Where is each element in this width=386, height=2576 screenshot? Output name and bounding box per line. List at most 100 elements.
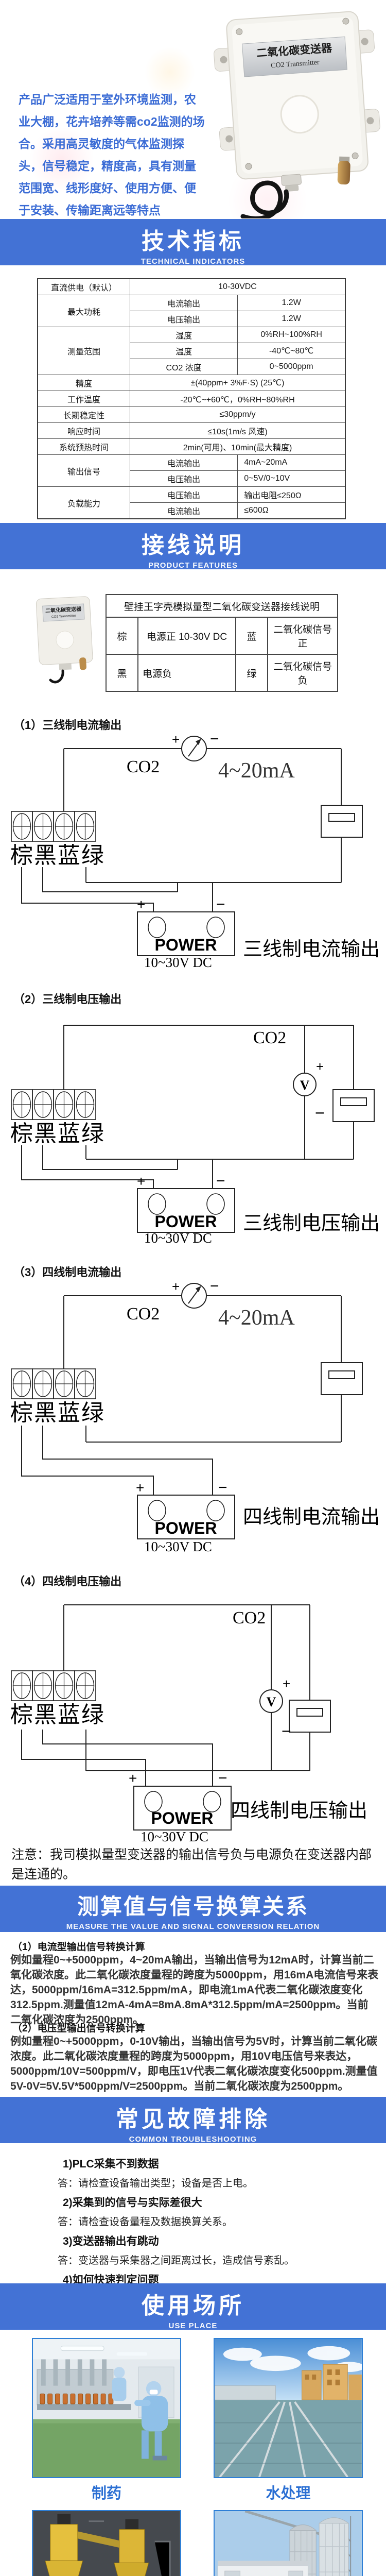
troubleshooting-list: 1)PLC采集不到数据 答：请检查设备输出类型；设备是否上电。 2)采集到的信号… — [58, 2156, 377, 2310]
diagram-caption: 三线制电压输出 — [243, 1213, 380, 1234]
power-label: POWER — [155, 1519, 217, 1537]
supply-label: 10~30V DC — [144, 955, 212, 969]
load-box — [289, 1700, 331, 1733]
wiring-header: 壁挂王字壳模拟量型二氧化碳变送器接线说明 — [106, 594, 338, 618]
gas-label: CO2 — [233, 1608, 266, 1628]
spec-cell: 电流输出 — [129, 502, 238, 519]
trouble-question: 3)变送器输出有跳动 — [63, 2235, 159, 2247]
plus-label: + — [283, 1676, 290, 1691]
spec-cell: ≤10s(1m/s 风速) — [130, 422, 346, 439]
section-banner-conversion: 测算值与信号换算关系 MEASURE THE VALUE AND SIGNAL … — [0, 1886, 386, 1932]
wire-desc: 电源正 10-30V DC — [137, 617, 236, 655]
terminals-label: 棕黑蓝绿 — [10, 843, 105, 868]
device-label-en: CO2 Transmitter — [51, 614, 77, 619]
cable — [240, 180, 289, 218]
trouble-answer: 答：请检查设备量程及数据换算关系。 — [58, 2216, 233, 2228]
wire-color: 蓝 — [235, 617, 268, 655]
trouble-question: 1)PLC采集不到数据 — [63, 2158, 159, 2170]
plus-label: + — [129, 1770, 137, 1786]
banner-subtitle: MEASURE THE VALUE AND SIGNAL CONVERSION … — [66, 1922, 320, 1931]
banner-title: 测算值与信号换算关系 — [77, 1894, 309, 1919]
banner-title: 接线说明 — [142, 533, 244, 558]
terminals-label: 棕黑蓝绿 — [10, 1702, 105, 1727]
diagram-three-wire-voltage: V CO2 + − 棕黑蓝绿 + − POWER 10~30V DC 三线制电压… — [10, 1025, 380, 1244]
spec-cell: -20℃~+60℃，0%RH~80%RH — [130, 391, 346, 407]
photo-feed-plant — [214, 2510, 363, 2576]
photo-equipment-manufacturing — [32, 2510, 181, 2576]
range-label: 4~20mA — [218, 759, 295, 783]
banner-title: 技术指标 — [142, 229, 244, 254]
minus-label: − — [218, 1770, 227, 1787]
vent-membrane — [280, 95, 319, 134]
minus-label: − — [218, 1479, 227, 1496]
power-label: POWER — [155, 1212, 217, 1231]
wire-desc: 二氧化碳信号负 — [267, 654, 338, 692]
supply-label: 10~30V DC — [141, 1829, 208, 1843]
wiring-note: 注意：我司模拟量型变送器的输出信号负与电源负在变送器内部是连通的。 — [11, 1848, 372, 1882]
section-banner-wiring: 接线说明 PRODUCT FEATURES — [0, 523, 386, 570]
cable — [49, 669, 64, 684]
minus-label: − — [210, 734, 219, 748]
spec-cell: 测量范围 — [37, 327, 130, 375]
supply-label: 10~30V DC — [144, 1539, 212, 1554]
spec-cell: 0%RH~100%RH — [237, 327, 346, 343]
spec-cell: 工作温度 — [37, 391, 130, 407]
spec-cell: 湿度 — [129, 327, 238, 343]
plus-label: + — [172, 1281, 180, 1294]
conversion-paragraph-voltage: 例如量程0~+5000ppm，0-10V输出，当输出信号为5V时，计算当前二氧化… — [10, 2036, 378, 2092]
minus-label: − — [216, 896, 225, 913]
spec-cell: CO2 浓度 — [129, 359, 238, 375]
plus-label: + — [136, 1480, 144, 1496]
diagram-four-wire-current: + − CO2 4~20mA 棕黑蓝绿 + − POWER 10~30V DC … — [10, 1281, 380, 1554]
diagram-caption: 四线制电压输出 — [231, 1800, 367, 1822]
spec-cell: 10-30VDC — [130, 278, 346, 295]
supply-label: 10~30V DC — [144, 1230, 212, 1244]
plus-label: + — [137, 1173, 145, 1189]
banner-title: 常见故障排除 — [116, 2107, 270, 2132]
cable-gland — [281, 174, 302, 186]
terminal-block — [11, 811, 96, 842]
terminal-block — [11, 1368, 96, 1399]
trouble-question: 4)如何快速判定问题 — [63, 2274, 159, 2286]
spec-cell: 温度 — [129, 343, 238, 359]
wire-color: 绿 — [235, 654, 268, 692]
trouble-question: 2)采集到的信号与实际差很大 — [63, 2197, 202, 2209]
plus-label: + — [316, 1059, 324, 1074]
wires — [21, 1604, 310, 1786]
terminals-label: 棕黑蓝绿 — [10, 1400, 105, 1426]
photo-water-treatment — [214, 2338, 363, 2478]
spec-cell: ≤600Ω — [237, 502, 346, 519]
spec-cell: ±(40ppm+ 3%F·S) (25℃) — [130, 375, 346, 391]
plus-label: + — [172, 734, 180, 747]
minus-label: − — [216, 1173, 225, 1190]
wire-color: 黑 — [106, 654, 138, 692]
spec-cell: 输出电阻≤250Ω — [237, 486, 346, 503]
spec-cell: 最大功耗 — [37, 295, 130, 327]
conversion-paragraph-current: 例如量程0~+5000ppm，4~20mA输出，当输出信号为12mA时，计算当前… — [10, 1954, 379, 2026]
trouble-answer: 答：变送器与采集器之间距离过长，造成信号紊乱。 — [58, 2255, 294, 2266]
ammeter-icon — [181, 1283, 207, 1309]
spec-cell: 电流输出 — [129, 454, 238, 471]
conversion-heading-voltage: （2）电压型输出信号转换计算 — [12, 2023, 145, 2034]
terminal-block — [11, 1089, 96, 1120]
spec-cell: 1.2W — [237, 295, 346, 311]
spec-cell: 4mA~20mA — [237, 454, 346, 471]
plus-label: + — [137, 896, 145, 912]
spec-cell: 直流供电（默认） — [37, 278, 130, 295]
wiring-table: 壁挂王字壳模拟量型二氧化碳变送器接线说明 棕 电源正 10-30V DC 蓝 二… — [106, 594, 338, 692]
section-banner-useplace: 使用场所 USE PLACE — [0, 2283, 386, 2330]
diagram-heading-2: （2）三线制电压输出 — [13, 993, 122, 1006]
spec-cell: 长期稳定性 — [37, 406, 130, 423]
mount-screws — [220, 38, 374, 143]
wire-desc: 电源负 — [137, 654, 236, 692]
volt-label: V — [267, 1694, 276, 1709]
volt-label: V — [300, 1078, 310, 1093]
gallery-caption: 制药 — [91, 2485, 121, 2502]
load-box — [332, 1089, 375, 1122]
product-description: 产品广泛适用于室外环境监测，农业大棚，花卉培养等需co2监测的场合。采用高灵敏度… — [19, 93, 205, 217]
spec-cell: 响应时间 — [37, 422, 130, 439]
conversion-heading-current: （1）电流型输出信号转换计算 — [12, 1942, 145, 1953]
spec-cell: 电流输出 — [129, 295, 238, 311]
device-thumbnail: 二氧化碳变送器 CO2 Transmitter — [36, 596, 93, 684]
